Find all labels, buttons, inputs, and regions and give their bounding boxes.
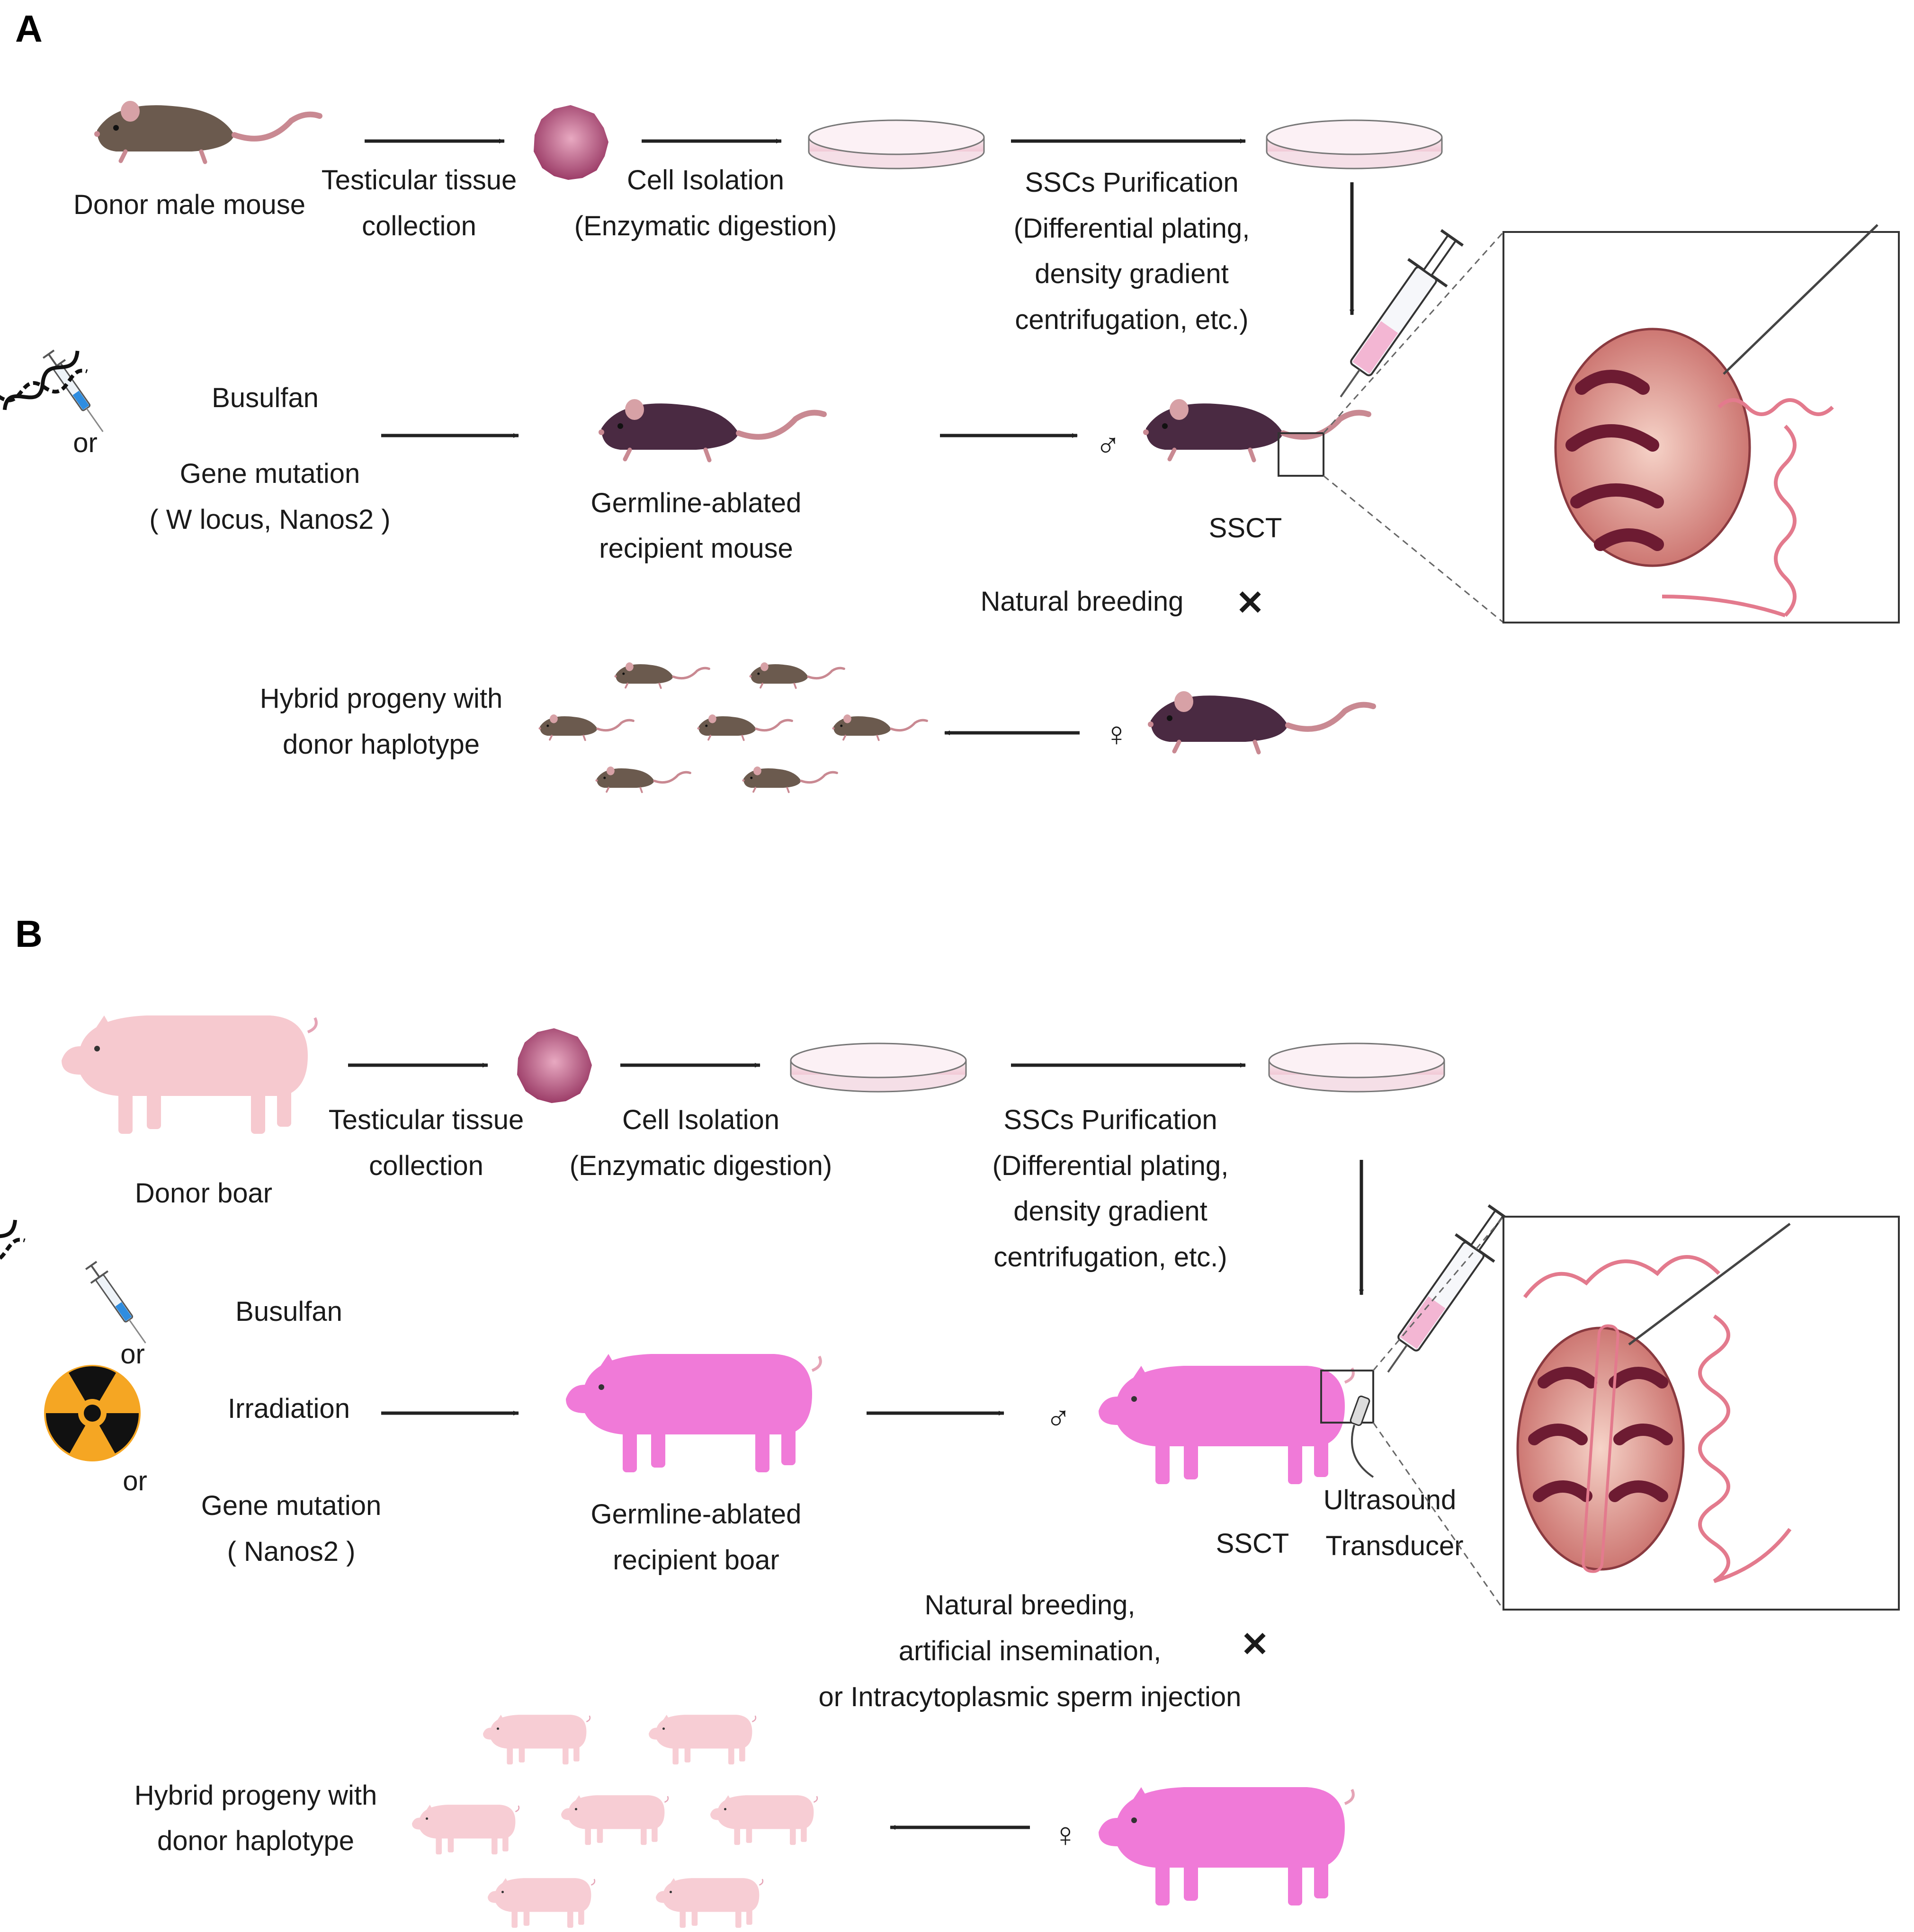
- step2-label-line1: Cell Isolation: [627, 165, 784, 196]
- transducer-label-line2: Transducer: [1325, 1531, 1463, 1561]
- b-cross-icon: ✕: [1241, 1626, 1269, 1664]
- b-progeny-line2: donor haplotype: [157, 1825, 354, 1856]
- progeny-mice: [538, 662, 927, 792]
- step1-label-line1: Testicular tissue: [322, 165, 517, 196]
- b-breeding-line3: or Intracytoplasmic sperm injection: [819, 1682, 1242, 1712]
- step3-label-line1: SSCs Purification: [1025, 167, 1238, 198]
- donor-boar-label: Donor boar: [135, 1178, 272, 1209]
- b-step3-line2: (Differential plating,: [993, 1150, 1229, 1181]
- testis-icon-b: [1516, 1327, 1685, 1571]
- radiation-icon: [44, 1365, 141, 1461]
- petri-dish-icon-b: [790, 1042, 967, 1093]
- female-symbol: ♀: [1104, 715, 1129, 753]
- ultrasound-transducer-icon: [1350, 1395, 1374, 1478]
- b-treatment-gene: Gene mutation: [201, 1490, 381, 1521]
- testis-inset-b: [1503, 1216, 1900, 1611]
- progeny-mouse: [614, 662, 709, 688]
- dna-icon-b: [0, 1220, 27, 1284]
- treatment-gene-detail: ( W locus, Nanos2 ): [149, 504, 390, 535]
- progeny-mouse: [742, 766, 837, 792]
- donor-mouse-label: Donor male mouse: [73, 189, 305, 220]
- b-step3-line1: SSCs Purification: [1003, 1104, 1217, 1135]
- b-step3-line3: density gradient: [1013, 1196, 1207, 1227]
- petri-dish-purified-icon-b: [1268, 1042, 1445, 1093]
- b-zoom-line-bottom: [1372, 1422, 1504, 1610]
- progeny-label-line1: Hybrid progeny with: [260, 683, 503, 714]
- panel-a-letter: A: [15, 8, 43, 50]
- tissue-icon-b: [517, 1028, 592, 1103]
- b-recipient-line2: recipient boar: [613, 1545, 779, 1576]
- or-label: or: [73, 427, 98, 458]
- syringe-icon-large-b: [1368, 1200, 1519, 1386]
- progeny-mouse: [697, 714, 792, 740]
- recipient-mouse-icon: [599, 399, 824, 460]
- recipient-boar-icon: [566, 1354, 821, 1472]
- step2-label-line2: (Enzymatic digestion): [574, 211, 837, 241]
- progeny-pig: [482, 1714, 591, 1765]
- ssct-label: SSCT: [1209, 513, 1282, 543]
- progeny-pig: [560, 1794, 669, 1846]
- b-or2: or: [123, 1466, 147, 1496]
- b-male-symbol: ♂: [1046, 1399, 1071, 1437]
- b-step2-line1: Cell Isolation: [622, 1104, 779, 1135]
- b-breeding-line2: artificial insemination,: [899, 1636, 1161, 1666]
- breeding-label: Natural breeding: [981, 586, 1184, 617]
- b-treatment-gene-detail: ( Nanos2 ): [227, 1536, 356, 1567]
- b-female-symbol: ♀: [1053, 1816, 1078, 1854]
- progeny-pig: [487, 1877, 596, 1929]
- injection-site-box: [1278, 432, 1324, 477]
- cross-icon: ✕: [1236, 584, 1264, 622]
- b-step3-line4: centrifugation, etc.): [993, 1242, 1227, 1273]
- treatment-gene-mutation: Gene mutation: [180, 458, 360, 489]
- b-or1: or: [120, 1339, 145, 1370]
- ssct-mouse-icon: [1143, 399, 1368, 460]
- treatment-busulfan: Busulfan: [212, 383, 319, 413]
- b-step2-line2: (Enzymatic digestion): [570, 1150, 832, 1181]
- step1-label-line2: collection: [362, 211, 476, 241]
- progeny-pig: [709, 1794, 818, 1846]
- female-mouse-icon: [1148, 691, 1373, 752]
- step3-label-line4: centrifugation, etc.): [1015, 304, 1248, 335]
- progeny-pig: [411, 1804, 520, 1855]
- progeny-mouse: [595, 766, 690, 792]
- recipient-label-line2: recipient mouse: [599, 533, 793, 564]
- ssct-boar-icon: [1099, 1366, 1353, 1484]
- syringe-icon-b: [81, 1258, 155, 1350]
- b-ssct-label: SSCT: [1216, 1528, 1289, 1559]
- b-treatment-busulfan: Busulfan: [235, 1296, 342, 1327]
- b-breeding-line1: Natural breeding,: [925, 1590, 1136, 1620]
- progeny-mouse: [749, 662, 844, 688]
- dna-icon: [0, 351, 89, 415]
- b-injection-site-box: [1320, 1370, 1374, 1424]
- donor-mouse-icon: [94, 101, 320, 162]
- progeny-pig: [655, 1877, 764, 1929]
- transducer-label-line1: Ultrasound: [1324, 1485, 1456, 1515]
- panel-b-letter: B: [15, 913, 43, 955]
- donor-boar-icon: [62, 1015, 316, 1134]
- b-step1-line1: Testicular tissue: [329, 1104, 524, 1135]
- progeny-mouse: [832, 714, 927, 740]
- b-step1-line2: collection: [369, 1150, 483, 1181]
- female-boar-icon: [1099, 1787, 1353, 1905]
- b-treatment-irradiation: Irradiation: [228, 1393, 350, 1424]
- petri-dish-purified-icon: [1266, 119, 1443, 169]
- b-recipient-line1: Germline-ablated: [591, 1499, 802, 1530]
- progeny-pigs: [411, 1714, 818, 1929]
- progeny-mouse: [538, 714, 633, 740]
- syringe-icon-large: [1321, 224, 1471, 410]
- recipient-label-line1: Germline-ablated: [591, 488, 802, 518]
- male-symbol: ♂: [1095, 427, 1121, 464]
- progeny-label-line2: donor haplotype: [283, 729, 480, 760]
- step3-label-line3: density gradient: [1035, 258, 1228, 289]
- tissue-icon: [534, 105, 608, 180]
- zoom-line-bottom: [1323, 475, 1504, 623]
- testis-inset-a: [1503, 224, 1900, 623]
- step3-label-line2: (Differential plating,: [1014, 213, 1250, 244]
- b-progeny-line1: Hybrid progeny with: [134, 1780, 377, 1811]
- progeny-pig: [648, 1714, 757, 1765]
- petri-dish-icon: [808, 119, 985, 169]
